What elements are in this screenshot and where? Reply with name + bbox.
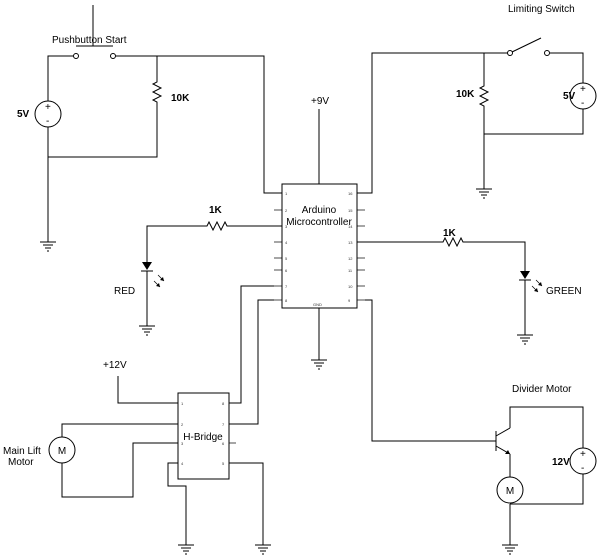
hbridge-pin-l1: 1 xyxy=(181,401,184,406)
arduino-pin-r10: 10 xyxy=(348,284,353,289)
resistor-10k-push xyxy=(151,80,163,104)
hbridge-pin-l4: 4 xyxy=(181,461,184,466)
arduino-pin-l6: 6 xyxy=(285,268,288,273)
ground-symbol-1 xyxy=(40,241,56,252)
hbridge-pin-l2: 2 xyxy=(181,422,184,427)
limit-switch xyxy=(507,37,550,56)
resistor-1k-red-label: 1K xyxy=(209,205,223,216)
divider-motor: M xyxy=(496,476,524,504)
ground-symbol-5 xyxy=(517,334,533,345)
pushbutton-label: Pushbutton Start xyxy=(52,35,127,46)
main-lift-label-line2: Motor xyxy=(8,457,34,468)
plus12v-label: +12V xyxy=(103,360,127,371)
source-5v-right-label: 5V xyxy=(563,91,576,102)
red-led-icon xyxy=(141,262,165,288)
hbridge-pin-r8: 8 xyxy=(222,401,225,406)
arduino-pin-l8: 8 xyxy=(285,298,288,303)
source-5v-left-label: 5V xyxy=(17,109,30,120)
arduino-pin-r15: 15 xyxy=(348,208,353,213)
arduino-pin-r9: 9 xyxy=(348,298,351,303)
red-led-circuit: 1K RED xyxy=(114,205,282,336)
arduino-gnd-pin: GND xyxy=(313,302,322,307)
resistor-10k-limit xyxy=(478,84,490,110)
green-led-circuit: 1K GREEN xyxy=(357,228,582,345)
limiting-switch-label: Limiting Switch xyxy=(508,4,575,15)
svg-text:-: - xyxy=(581,463,584,474)
voltage-source-5v-right: + - xyxy=(569,82,597,110)
green-led-icon xyxy=(519,271,543,293)
arduino-left-pins: 1 2 3 4 5 6 7 8 xyxy=(274,191,288,303)
arduino-label-line1: Arduino xyxy=(302,205,337,216)
pushbutton-circuit: Pushbutton Start 10K + - 5V xyxy=(17,5,282,252)
pushbutton-switch xyxy=(73,5,116,59)
ground-symbol-2 xyxy=(476,188,492,199)
arduino-pin-r12: 12 xyxy=(348,256,353,261)
resistor-10k-limit-label: 10K xyxy=(456,89,475,100)
hbridge-pin-l3: 3 xyxy=(181,441,184,446)
arduino-pin-l5: 5 xyxy=(285,256,288,261)
resistor-10k-push-label: 10K xyxy=(171,93,190,104)
arduino-pin-l2: 2 xyxy=(285,208,288,213)
h-bridge: H-Bridge 1 2 3 4 8 7 6 5 +12V xyxy=(61,285,274,555)
resistor-1k-red xyxy=(204,220,230,232)
arduino-label-line2: Microcontroller xyxy=(286,217,352,228)
hbridge-pin-r5: 5 xyxy=(222,461,225,466)
divider-motor-label: Divider Motor xyxy=(512,384,572,395)
arduino-pin-r11: 11 xyxy=(348,268,353,273)
svg-text:+: + xyxy=(45,102,51,113)
arduino-right-pins: 16 15 14 13 12 11 10 9 xyxy=(348,191,365,303)
svg-text:-: - xyxy=(581,98,584,109)
arduino-microcontroller: Arduino Microcontroller +9V 1 2 3 4 5 6 … xyxy=(274,96,365,370)
red-led-label: RED xyxy=(114,286,135,297)
ground-symbol-8 xyxy=(502,544,518,555)
svg-text:+: + xyxy=(580,84,586,95)
resistor-1k-green xyxy=(440,236,466,248)
main-lift-motor-symbol: M xyxy=(58,446,66,457)
divider-motor-circuit: Divider Motor + - 12V M xyxy=(365,299,597,555)
h-bridge-label: H-Bridge xyxy=(183,432,223,443)
divider-motor-symbol: M xyxy=(506,486,514,497)
arduino-pin-l1: 1 xyxy=(285,191,288,196)
svg-text:+: + xyxy=(580,449,586,460)
ground-symbol-7 xyxy=(255,544,271,555)
resistor-1k-green-label: 1K xyxy=(443,228,457,239)
arduino-pin-l7: 7 xyxy=(285,284,288,289)
transistor-icon xyxy=(495,427,511,455)
arduino-pin-r16: 16 xyxy=(348,191,353,196)
source-12v-label: 12V xyxy=(552,457,570,468)
ground-symbol-4 xyxy=(139,325,155,336)
arduino-pin-r14: 14 xyxy=(348,224,353,229)
hbridge-pin-r7: 7 xyxy=(222,422,225,427)
ground-symbol-6 xyxy=(178,544,194,555)
arduino-pin-l3: 3 xyxy=(285,224,288,229)
limiting-switch-circuit: Limiting Switch 10K + - 5V xyxy=(357,4,597,199)
main-lift-label-line1: Main Lift xyxy=(3,446,41,457)
ground-symbol-3 xyxy=(311,359,327,370)
green-led-label: GREEN xyxy=(546,286,582,297)
svg-text:-: - xyxy=(46,116,49,127)
voltage-source-12v: + - xyxy=(569,447,597,475)
arduino-pin-l4: 4 xyxy=(285,240,288,245)
hbridge-pin-r6: 6 xyxy=(222,441,225,446)
voltage-source-5v-left: + - xyxy=(34,100,62,128)
arduino-pin-r13: 13 xyxy=(348,240,353,245)
plus9v-label: +9V xyxy=(311,96,329,107)
main-lift-motor: M Main Lift Motor xyxy=(3,436,76,468)
